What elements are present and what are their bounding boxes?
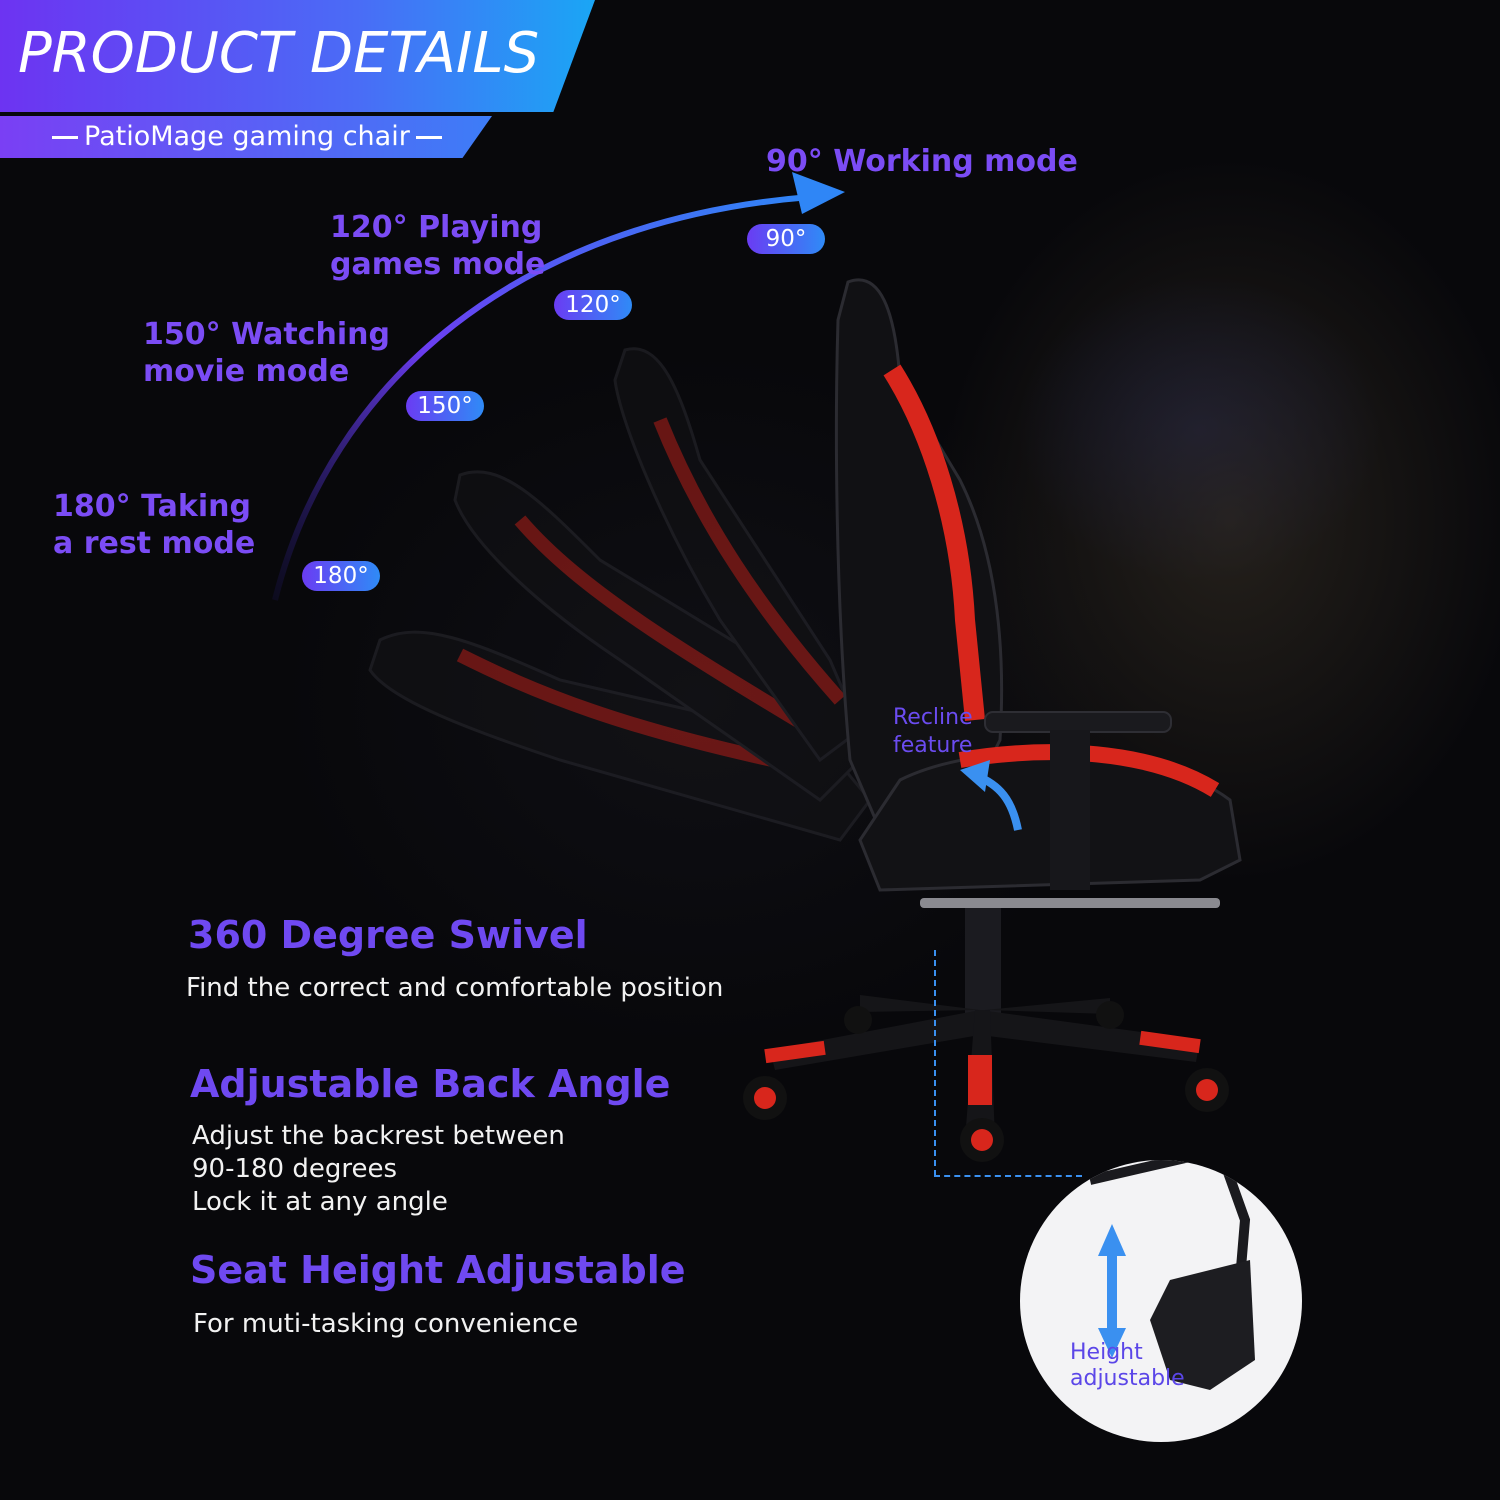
arc-arrowhead xyxy=(792,172,845,214)
feature-title-back-angle: Adjustable Back Angle xyxy=(190,1062,671,1106)
dash-right xyxy=(415,136,442,139)
mode-label-90: 90° Working mode xyxy=(766,144,1078,179)
page-title: PRODUCT DETAILS xyxy=(18,21,540,86)
feature-text-back-angle-3: Lock it at any angle xyxy=(192,1187,448,1217)
height-arrow-icon xyxy=(1098,1224,1126,1358)
dash-left xyxy=(52,136,78,139)
feature-text-swivel: Find the correct and comfortable positio… xyxy=(186,973,724,1003)
subtitle-bar: PatioMage gaming chair xyxy=(0,116,492,158)
subtitle: PatioMage gaming chair xyxy=(46,120,448,154)
feature-title-seat-height: Seat Height Adjustable xyxy=(190,1248,686,1292)
feature-text-back-angle-2: 90-180 degrees xyxy=(192,1154,398,1184)
pill-150: 150° xyxy=(406,391,484,421)
guide-line-horizontal xyxy=(934,1175,1082,1177)
feature-title-swivel: 360 Degree Swivel xyxy=(188,913,588,957)
feature-text-back-angle-1: Adjust the backrest between xyxy=(192,1121,565,1151)
wheels xyxy=(743,1001,1229,1162)
header-banner: PRODUCT DETAILS xyxy=(0,0,595,112)
angle-arc xyxy=(272,194,811,601)
subtitle-text: PatioMage gaming chair xyxy=(84,121,410,152)
recline-arrowhead xyxy=(960,760,990,792)
guide-line-vertical xyxy=(934,950,936,1176)
feature-text-seat-height: For muti-tasking convenience xyxy=(193,1309,579,1339)
pill-90: 90° xyxy=(747,224,825,254)
pill-180: 180° xyxy=(302,561,380,591)
pill-120: 120° xyxy=(554,290,632,320)
lever-closeup-illustration xyxy=(1088,1160,1255,1390)
ghost-backrests xyxy=(368,347,872,842)
